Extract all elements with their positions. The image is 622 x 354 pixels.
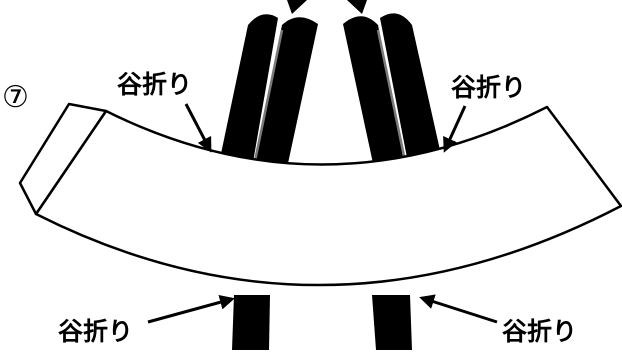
arrow-bottom-left [147, 294, 235, 324]
label-valley-fold-bottom-left: 谷折り [58, 317, 133, 346]
label-valley-fold-top-left: 谷折り [117, 70, 192, 99]
arrow-bottom-right [419, 294, 498, 324]
rod-pair-right [343, 13, 444, 168]
rod-left-highlight [252, 29, 284, 167]
rod-bottom-right [372, 295, 412, 350]
rod-right-highlight [376, 29, 408, 167]
rod-right-inner [343, 16, 405, 168]
curved-paper-strip [34, 105, 622, 287]
rod-bottom-left [232, 295, 270, 350]
rod-left-inner [254, 17, 318, 168]
step-number: ⑦ [2, 80, 29, 115]
arrow-top-left [184, 103, 212, 153]
arrow-top-right [443, 105, 467, 153]
rod-left-outer [218, 14, 278, 169]
label-valley-fold-bottom-right: 谷折り [502, 317, 577, 346]
rod-pair-left [218, 14, 318, 169]
top-left-arrowhead [287, 0, 307, 14]
label-valley-fold-top-right: 谷折り [451, 73, 526, 102]
folded-end-flap [18, 102, 108, 216]
rod-right-outer [380, 13, 444, 168]
top-right-arrowhead [347, 0, 367, 14]
